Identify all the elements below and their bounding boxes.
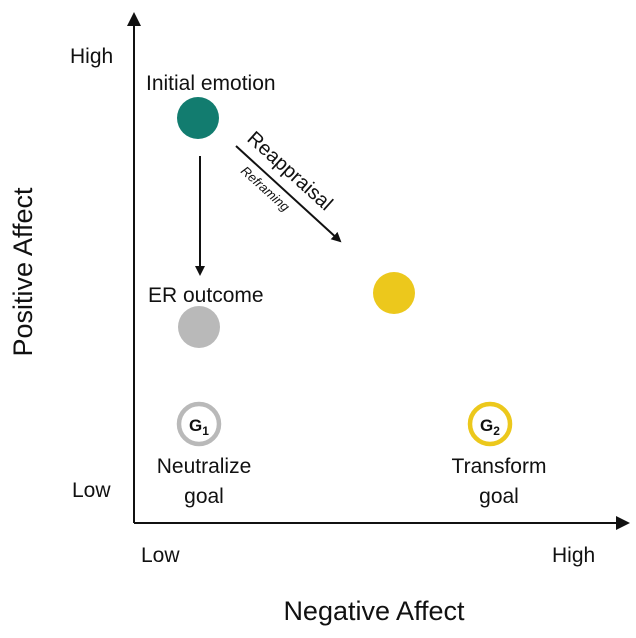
goal-1-label-line1: Neutralize xyxy=(157,455,252,478)
x-axis-title: Negative Affect xyxy=(283,596,465,626)
x-high-label: High xyxy=(552,544,595,567)
er-outcome-label: ER outcome xyxy=(148,284,264,307)
goal-1-label-line2: goal xyxy=(184,485,224,508)
y-high-label: High xyxy=(70,45,113,68)
goal-2-label-line2: goal xyxy=(479,485,519,508)
er-outcome-dot xyxy=(178,306,220,348)
goal-2-ring xyxy=(467,401,513,447)
reappraisal-arrow xyxy=(235,145,342,243)
initial-emotion-dot xyxy=(177,97,219,139)
goal-1-symbol: G1 xyxy=(189,416,209,438)
goal-2-label-line1: Transform xyxy=(452,455,547,478)
reappraised-emotion-dot xyxy=(373,272,415,314)
y-low-label: Low xyxy=(72,479,111,502)
y-axis-title: Positive Affect xyxy=(8,187,38,357)
initial-emotion-label: Initial emotion xyxy=(146,72,276,95)
x-low-label: Low xyxy=(141,544,180,567)
goal-2-symbol: G2 xyxy=(480,416,500,438)
goal-1-ring xyxy=(176,401,222,447)
